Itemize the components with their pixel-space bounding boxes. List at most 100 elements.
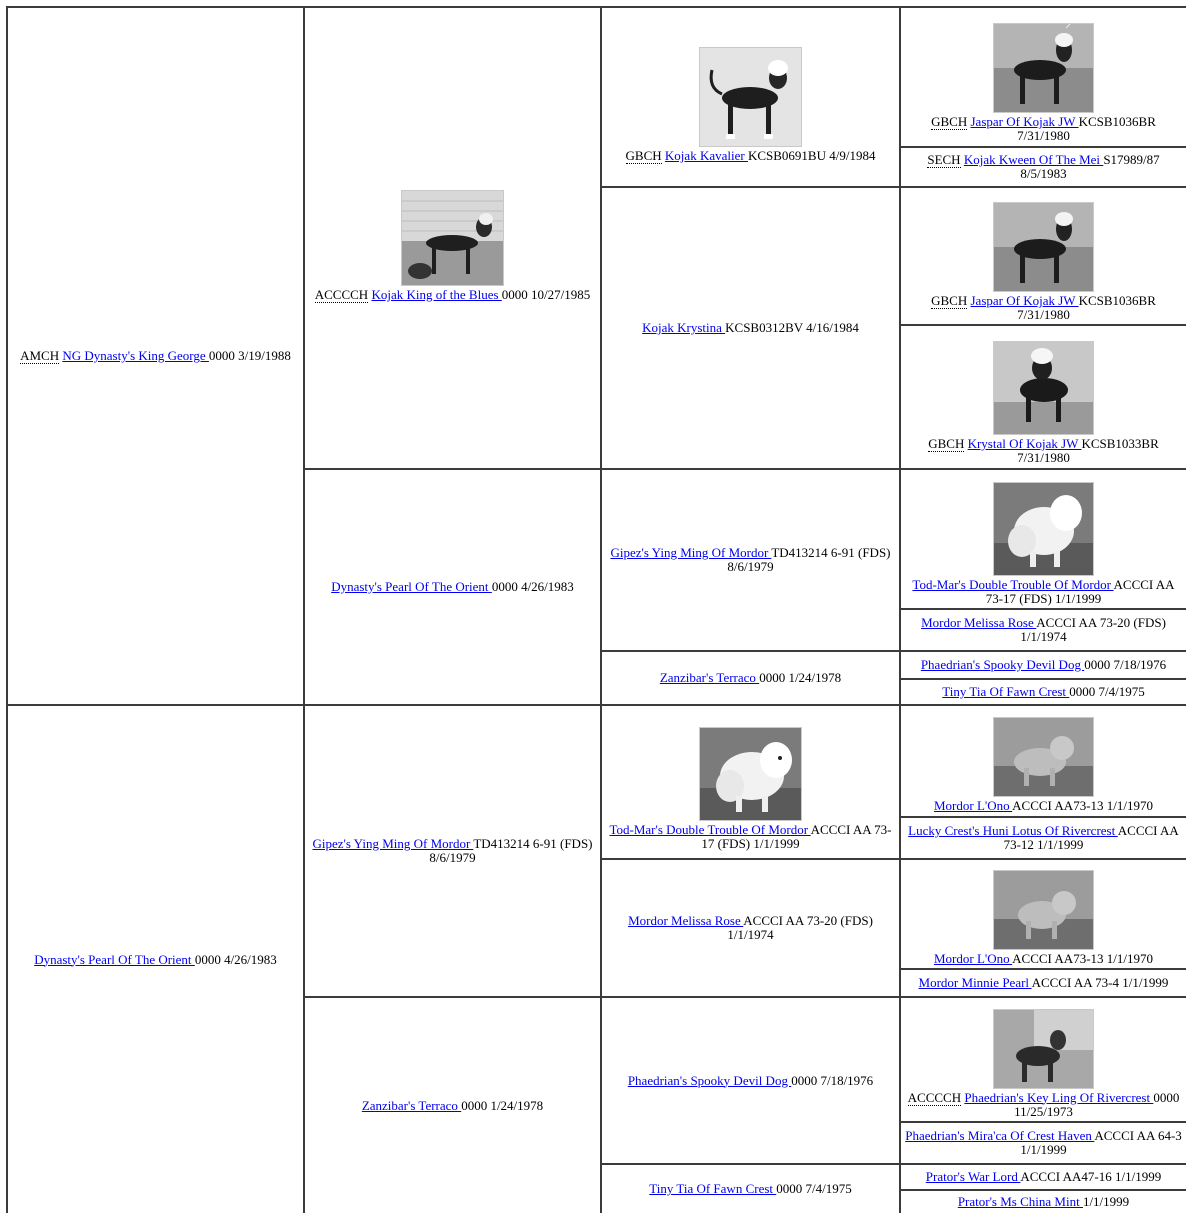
row-divider [600,1163,1186,1165]
title-abbr: SECH [927,152,961,168]
dog-info: 0000 4/26/1983 [491,579,574,594]
row-divider [303,468,1186,470]
dog-link[interactable]: Mordor L'Ono [933,951,1013,966]
dog-photo[interactable] [699,727,802,821]
pedigree-cell-sdss: Tod-Mar's Double Trouble Of Mordor ACCCI… [901,470,1186,608]
dog-link[interactable]: Phaedrian's Mira'ca Of Crest Haven [905,1128,1095,1143]
dog-link[interactable]: Tiny Tia Of Fawn Crest [942,684,1070,699]
dog-link[interactable]: Kojak Krystina [642,320,726,335]
row-divider [899,1121,1186,1123]
dog-info: KCSB1033BR 7/31/1980 [1017,436,1159,465]
table-border-left [6,6,8,1213]
dog-link[interactable]: Jaspar Of Kojak JW [970,293,1079,308]
dog-link[interactable]: Prator's Ms China Mint [957,1194,1083,1209]
row-divider [899,1189,1186,1191]
pedigree-cell-ssd: Kojak Krystina KCSB0312BV 4/16/1984 [602,188,899,468]
dog-info: TD413214 6-91 (FDS) 8/6/1979 [727,545,891,574]
pedigree-cell-dd: Zanzibar's Terraco 0000 1/24/1978 [305,998,600,1213]
dog-info: KCSB1036BR 7/31/1980 [1017,293,1156,322]
pedigree-cell-sdds: Phaedrian's Spooky Devil Dog 0000 7/18/1… [901,652,1186,678]
dog-info: TD413214 6-91 (FDS) 8/6/1979 [429,836,593,865]
dog-link[interactable]: Kojak King of the Blues [371,287,502,302]
dog-photo[interactable] [993,202,1094,292]
dog-link[interactable]: Dynasty's Pearl Of The Orient [331,579,492,594]
dog-info: 0000 7/18/1976 [791,1072,874,1088]
dog-link[interactable]: Dynasty's Pearl Of The Orient [34,951,195,967]
row-divider [899,608,1186,610]
pedigree-cell-ssdd: GBCH Krystal Of Kojak JW KCSB1033BR 7/31… [901,326,1186,468]
pedigree-cell-dsds: Mordor L'Ono ACCCI AA73-13 1/1/1970 [901,860,1186,968]
dog-info: ACCCI AA 73-4 1/1/1999 [1031,975,1169,990]
dog-link[interactable]: Zanzibar's Terraco [361,1097,462,1113]
dog-info: ACCCI AA 64-3 1/1/1999 [1020,1128,1182,1157]
dog-info: 0000 1/24/1978 [461,1097,544,1113]
dog-info: KCSB1036BR 7/31/1980 [1017,114,1156,143]
title-abbr: AMCH [20,348,60,364]
dog-link[interactable]: Mordor Melissa Rose [628,913,744,928]
dog-link[interactable]: Jaspar Of Kojak JW [970,114,1079,129]
pedigree-cell-dds: Phaedrian's Spooky Devil Dog 0000 7/18/1… [602,998,899,1163]
title-abbr: GBCH [625,148,662,164]
dog-info: ACCCI AA 73-12 1/1/1999 [1003,823,1179,852]
row-divider [600,650,1186,652]
dog-info: 0000 1/24/1978 [759,670,842,685]
pedigree-cell-sddd: Tiny Tia Of Fawn Crest 0000 7/4/1975 [901,680,1186,704]
dog-info: S17989/87 8/5/1983 [1020,152,1160,181]
dog-photo[interactable] [699,47,802,147]
dog-link[interactable]: Phaedrian's Spooky Devil Dog [627,1072,792,1088]
dog-link[interactable]: Mordor L'Ono [933,798,1013,813]
pedigree-cell-dss: Tod-Mar's Double Trouble Of Mordor ACCCI… [602,706,899,858]
dog-info: 0000 11/25/1973 [1014,1089,1180,1119]
pedigree-cell-dddd: Prator's Ms China Mint 1/1/1999 [901,1191,1186,1213]
dog-photo[interactable] [993,717,1094,797]
dog-link[interactable]: Prator's War Lord [925,1169,1021,1184]
row-divider [899,324,1186,326]
dog-link[interactable]: Kojak Kavalier [664,148,748,163]
dog-link[interactable]: Lucky Crest's Huni Lotus Of Rivercrest [908,823,1118,838]
dog-photo[interactable] [993,1008,1094,1089]
pedigree-cell-dsdd: Mordor Minnie Pearl ACCCI AA 73-4 1/1/19… [901,970,1186,996]
row-divider [6,704,1186,706]
dog-info: ACCCI AA 73-17 (FDS) 1/1/1999 [985,577,1175,606]
pedigree-cell-dsd: Mordor Melissa Rose ACCCI AA 73-20 (FDS)… [602,860,899,996]
dog-link[interactable]: Mordor Melissa Rose [921,615,1037,630]
dog-info: 0000 10/27/1985 [501,287,591,302]
dog-link[interactable]: Tiny Tia Of Fawn Crest [649,1181,777,1196]
dog-link[interactable]: Phaedrian's Spooky Devil Dog [920,657,1085,672]
dog-link[interactable]: Tod-Mar's Double Trouble Of Mordor [912,577,1114,592]
dog-link[interactable]: Zanzibar's Terraco [659,670,760,685]
row-divider [899,146,1186,148]
dog-info: KCSB0312BV 4/16/1984 [725,320,859,335]
dog-info: ACCCI AA 73-20 (FDS) 1/1/1974 [1020,615,1166,644]
row-divider [899,678,1186,680]
dog-photo[interactable] [993,341,1094,435]
dog-link[interactable]: Krystal Of Kojak JW [967,436,1082,451]
dog-info: ACCCI AA47-16 1/1/1999 [1020,1169,1162,1184]
row-divider [899,816,1186,818]
dog-info: 1/1/1999 [1082,1194,1130,1209]
dog-photo[interactable] [401,190,504,286]
dog-info: ACCCI AA 73-17 (FDS) 1/1/1999 [701,822,892,851]
row-divider [303,996,1186,998]
dog-link[interactable]: Mordor Minnie Pearl [918,975,1032,990]
pedigree-cell-dssd: Lucky Crest's Huni Lotus Of Rivercrest A… [901,818,1186,858]
pedigree-cell-sss: GBCH Kojak Kavalier KCSB0691BU 4/9/1984 [602,8,899,186]
pedigree-cell-sdsd: Mordor Melissa Rose ACCCI AA 73-20 (FDS)… [901,610,1186,650]
dog-photo[interactable] [993,482,1094,576]
dog-info: 0000 3/19/1988 [208,348,291,363]
title-abbr: GBCH [931,114,968,130]
dog-photo[interactable] [993,23,1094,113]
row-divider [899,968,1186,970]
dog-link[interactable]: Tod-Mar's Double Trouble Of Mordor [609,822,811,837]
title-abbr: GBCH [928,436,965,452]
dog-info: 0000 7/4/1975 [776,1181,852,1196]
pedigree-cell-sds: Gipez's Ying Ming Of Mordor TD413214 6-9… [602,470,899,650]
dog-link[interactable]: NG Dynasty's King George [62,348,209,363]
dog-link[interactable]: Phaedrian's Key Ling Of Rivercrest [964,1089,1154,1105]
dog-link[interactable]: Gipez's Ying Ming Of Mordor [610,545,772,560]
pedigree-cell-ss: ACCCCH Kojak King of the Blues 0000 10/2… [305,8,600,468]
dog-link[interactable]: Gipez's Ying Ming Of Mordor [312,836,474,851]
dog-link[interactable]: Kojak Kween Of The Mei [963,152,1104,167]
pedigree-cell-ddds: Prator's War Lord ACCCI AA47-16 1/1/1999 [901,1165,1186,1189]
dog-photo[interactable] [993,870,1094,950]
